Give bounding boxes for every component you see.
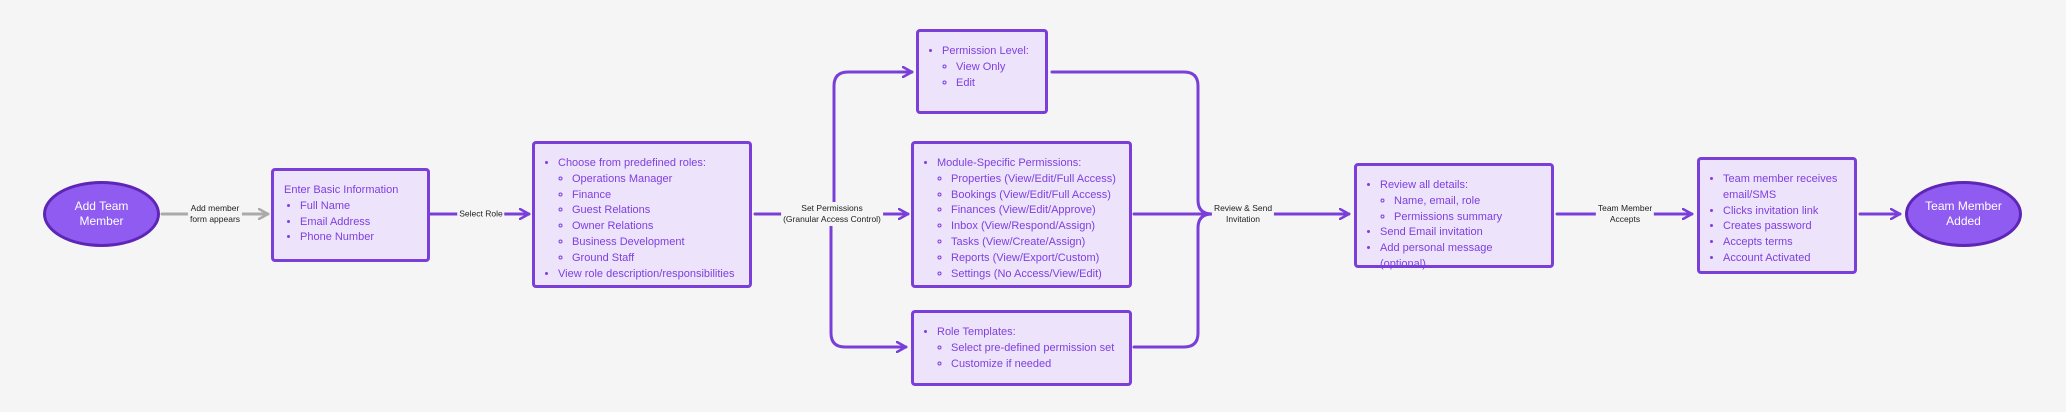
module-permission-item: Finances (View/Edit/Approve) [951, 203, 1119, 219]
module-permission-item: Settings (No Access/View/Edit) [951, 267, 1119, 283]
review-item: Permissions summary [1394, 210, 1541, 226]
role-templates-title: Role Templates: [937, 326, 1016, 338]
permission-level-item: Edit [956, 76, 1035, 92]
edge-label-review-send: Review & Send Invitation [1211, 202, 1275, 226]
start-node[interactable]: Add Team Member [43, 181, 160, 247]
permission-level-item: View Only [956, 60, 1035, 76]
module-permissions-title: Module-Specific Permissions: [937, 157, 1082, 169]
edge-label-add-member: Add member form appears [187, 202, 243, 226]
role-templates-node[interactable]: Role Templates: Select pre-defined permi… [911, 310, 1132, 386]
permission-level-title: Permission Level: [942, 45, 1029, 57]
module-permissions-node[interactable]: Module-Specific Permissions: Properties … [911, 141, 1132, 288]
accept-item: Accepts terms [1723, 235, 1844, 251]
edge-label-line: Team Member [1597, 203, 1653, 213]
basic-info-title: Enter Basic Information [284, 184, 399, 196]
module-permission-item: Tasks (View/Create/Assign) [951, 235, 1119, 251]
edge-label-line: Add member [190, 203, 240, 213]
basic-info-item: Email Address [300, 215, 417, 231]
start-node-label: Add Team Member [74, 199, 129, 228]
edge-label-team-member-accepts: Team Member Accepts [1595, 202, 1655, 226]
review-title: Review all details: [1380, 179, 1469, 191]
role-template-item: Select pre-defined permission set [951, 341, 1119, 357]
role-item: Ground Staff [572, 251, 739, 267]
edge-label-line: Accepts [1609, 214, 1641, 224]
role-item: Operations Manager [572, 172, 739, 188]
edge-label-set-permissions: Set Permissions (Granular Access Control… [781, 202, 883, 226]
role-template-item: Customize if needed [951, 357, 1119, 373]
edge-label-line: (Granular Access Control) [783, 214, 881, 224]
end-node[interactable]: Team Member Added [1905, 181, 2022, 247]
review-node[interactable]: Review all details: Name, email, role Pe… [1354, 163, 1554, 270]
accept-item: Creates password [1723, 219, 1844, 235]
role-item: Guest Relations [572, 203, 739, 219]
end-node-label: Team Member Added [1925, 199, 2002, 228]
accept-node[interactable]: Team member receives email/SMS Clicks in… [1697, 157, 1857, 274]
edge-label-line: Review & Send [1213, 203, 1273, 213]
basic-info-node[interactable]: Enter Basic Information Full Name Email … [271, 168, 430, 262]
edge-label-select-role: Select Role [457, 207, 505, 221]
roles-node[interactable]: Choose from predefined roles: Operations… [532, 141, 752, 288]
role-description-link: View role description/responsibilities [558, 267, 739, 283]
accept-item: Account Activated [1723, 251, 1844, 267]
basic-info-item: Phone Number [300, 230, 417, 246]
module-permission-item: Bookings (View/Edit/Full Access) [951, 188, 1119, 204]
edge-merge-role-templates [1132, 212, 1214, 349]
accept-item: Clicks invitation link [1723, 204, 1844, 220]
roles-title: Choose from predefined roles: [558, 157, 706, 169]
review-extra: Send Email invitation [1380, 225, 1541, 241]
edge-label-line: Invitation [1225, 214, 1261, 224]
role-item: Business Development [572, 235, 739, 251]
accept-item: Team member receives email/SMS [1723, 172, 1844, 204]
role-item: Owner Relations [572, 219, 739, 235]
edge-label-line: Select Role [459, 208, 503, 219]
module-permission-item: Properties (View/Edit/Full Access) [951, 172, 1119, 188]
basic-info-item: Full Name [300, 199, 417, 215]
role-item: Finance [572, 188, 739, 204]
edge-label-line: form appears [189, 214, 241, 224]
edge-label-line: Set Permissions [801, 203, 863, 213]
edge-merge-permission-level [1050, 70, 1214, 216]
review-item: Name, email, role [1394, 194, 1541, 210]
edge-branch-permission-level [832, 72, 914, 208]
module-permission-item: Inbox (View/Respond/Assign) [951, 219, 1119, 235]
review-extra: Add personal message (optional) [1380, 241, 1541, 273]
edge-branch-role-templates [829, 220, 908, 347]
permission-level-node[interactable]: Permission Level: View Only Edit [916, 29, 1048, 114]
module-permission-item: Reports (View/Export/Custom) [951, 251, 1119, 267]
